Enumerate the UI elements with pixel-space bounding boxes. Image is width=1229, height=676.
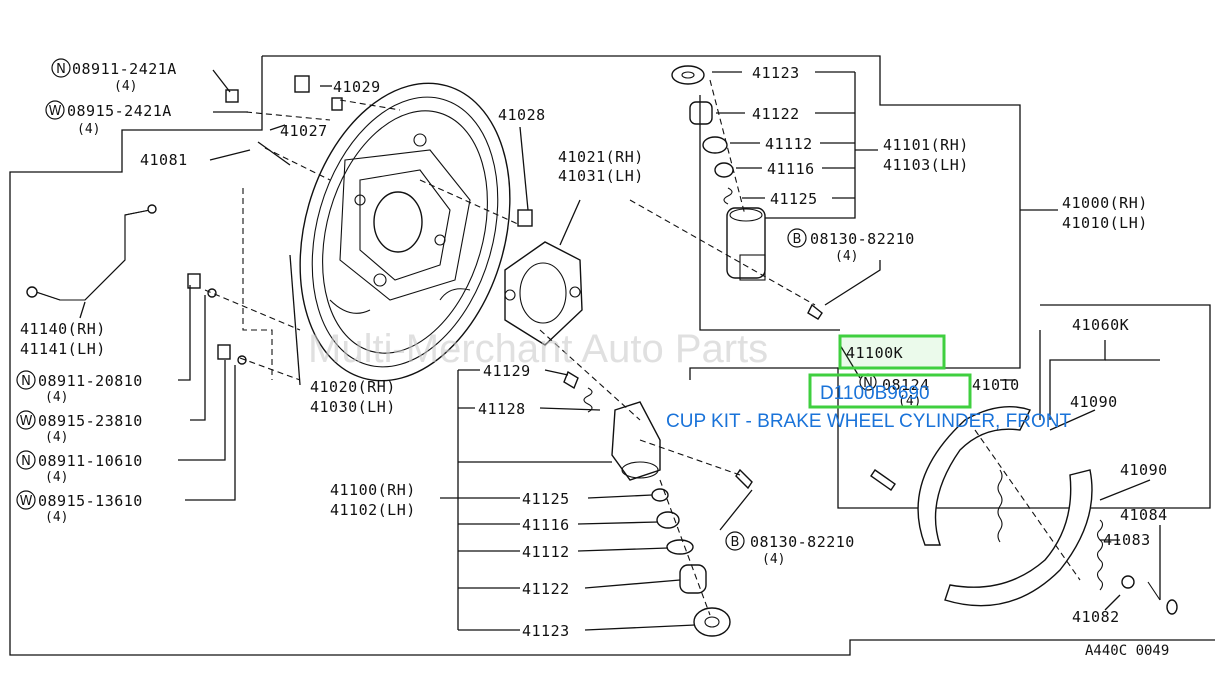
prefix-markers: N W B N W N W B N [16,58,877,551]
qty-label: (4) [45,510,68,525]
qty-label: (4) [45,470,68,485]
label-41090: 41090 [1120,461,1168,479]
prefix-n: N [21,454,31,469]
label-41027: 41027 [280,122,328,140]
part-labels: 08911-2421A (4) 08915-2421A (4) 41029 41… [20,60,1169,659]
qty-label: (4) [835,249,858,264]
figure-code: A440C 0049 [1085,643,1169,659]
label-41129: 41129 [483,362,531,380]
label-08915-2421a: 08915-2421A [67,102,172,120]
gasket [504,241,583,346]
fasteners-left [187,75,896,491]
qty-label: (4) [898,394,921,409]
prefix-w: W [20,414,33,429]
label-41112: 41112 [765,135,813,153]
label-41122: 41122 [752,105,800,123]
label-08130-82210: 08130-82210 [810,230,915,248]
sku-hotspot[interactable]: D1100B9690 [808,373,972,409]
label-41101: 41101(RH) [883,136,969,154]
label-08915-13610: 08915-13610 [38,492,143,510]
sku-highlight-box[interactable] [808,373,972,409]
label-41084: 41084 [1120,506,1168,524]
label-41125: 41125 [522,490,570,508]
label-41082: 41082 [1072,608,1120,626]
label-08911-10610: 08911-10610 [38,452,143,470]
label-41128: 41128 [478,400,526,418]
qty-label: (4) [45,430,68,445]
label-41100k[interactable]: 41100K [846,344,903,362]
label-08915-23810: 08915-23810 [38,412,143,430]
label-41125: 41125 [770,190,818,208]
label-41031: 41031(LH) [558,167,644,185]
hotspot-41100k[interactable]: 41100K [838,334,946,370]
label-41029: 41029 [333,78,381,96]
assembly-frame-left [9,56,1215,656]
label-41081: 41081 [140,151,188,169]
label-08124: 08124 [882,376,930,394]
label-41116: 41116 [522,516,570,534]
label-41141: 41141(LH) [20,340,106,358]
qty-label: (4) [45,390,68,405]
label-41000: 41000(RH) [1062,194,1148,212]
qty-label: (4) [114,79,137,94]
label-41140: 41140(RH) [20,320,106,338]
prefix-b: B [793,232,802,247]
label-41083: 41083 [1103,531,1151,549]
label-41100: 41100(RH) [330,481,416,499]
label-41028: 41028 [498,106,546,124]
label-41010: 41010(LH) [1062,214,1148,232]
label-41116: 41116 [767,160,815,178]
label-41060k: 41060K [1072,316,1129,334]
backing-plate [299,82,511,382]
prefix-n: N [863,376,873,391]
label-08911-20810: 08911-20810 [38,372,143,390]
brake-pipe [29,209,151,301]
prefix-n: N [56,62,66,77]
sku-link[interactable]: D1100B9690 [820,383,930,404]
label-08911-2421a: 08911-2421A [72,60,177,78]
qty-label: (4) [762,552,785,567]
part-description-link[interactable]: CUP KIT - BRAKE WHEEL CYLINDER, FRONT [666,411,1071,432]
prefix-w: W [49,104,62,119]
label-41122: 41122 [522,580,570,598]
dashed-assembly-lines [204,79,1081,616]
label-41090: 41090 [1070,393,1118,411]
label-41010: 41010 [972,376,1020,394]
prefix-n: N [21,374,31,389]
prefix-b: B [731,535,740,550]
label-41103: 41103(LH) [883,156,969,174]
label-41021: 41021(RH) [558,148,644,166]
label-41123: 41123 [522,622,570,640]
label-41102: 41102(LH) [330,501,416,519]
watermark: Multi-Merchant Auto Parts [308,327,768,371]
label-41112: 41112 [522,543,570,561]
label-41030: 41030(LH) [310,398,396,416]
label-41123: 41123 [752,64,800,82]
brake-shoes [917,405,1178,615]
label-41020: 41020(RH) [310,378,396,396]
qty-label: (4) [77,122,100,137]
label-08130-82210: 08130-82210 [750,533,855,551]
prefix-w: W [20,494,33,509]
leader-lines [79,69,1161,631]
